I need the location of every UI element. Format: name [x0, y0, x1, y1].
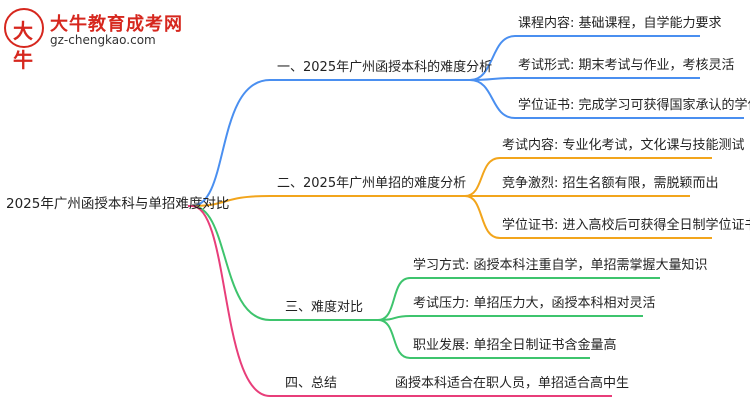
branch-1-leaf-1: [469, 35, 700, 81]
branch-1-curve: [191, 79, 271, 207]
branch-3-label: 三、难度对比: [285, 300, 364, 315]
branch-1-item-2: 考试形式: 期末考试与作业，考核灵活: [518, 58, 735, 73]
branch-2-item-1: 考试内容: 专业化考试，文化课与技能测试: [502, 138, 745, 153]
branch-3-item-2: 考试压力: 单招压力大，函授本科相对灵活: [413, 296, 656, 311]
branch-3-item-3: 职业发展: 单招全日制证书含金量高: [413, 338, 617, 353]
branch-4-item-1: 函授本科适合在职人员，单招适合高中生: [395, 376, 630, 391]
logo-glyph: 大牛: [13, 19, 33, 72]
branch-2-label: 二、2025年广州单招的难度分析: [277, 176, 467, 191]
branch-2-curve: [191, 195, 271, 207]
logo-title: 大牛教育成考网: [50, 14, 183, 35]
branch-2-leaf-3: [464, 195, 712, 239]
branch-3-leaf-1: [377, 277, 660, 321]
branch-1-label: 一、2025年广州函授本科的难度分析: [277, 60, 493, 75]
branch-1-item-1: 课程内容: 基础课程，自学能力要求: [518, 16, 722, 31]
branch-4-label: 四、总结: [285, 376, 338, 391]
logo-badge-icon: 大牛: [4, 8, 44, 72]
branch-2-item-3: 学位证书: 进入高校后可获得全日制学位证书: [502, 218, 750, 233]
logo-url: gz-chengkao.com: [50, 33, 156, 47]
branch-2-item-2: 竞争激烈: 招生名额有限，需脱颖而出: [502, 176, 719, 191]
branch-2-leaf-1: [464, 157, 712, 197]
mindmap-root: 2025年广州函授本科与单招难度对比: [6, 196, 230, 212]
branch-3-item-1: 学习方式: 函授本科注重自学，单招需掌握大量知识: [413, 258, 708, 273]
branch-3-leaf-2: [377, 315, 643, 321]
branch-4-curve: [191, 205, 271, 397]
site-logo[interactable]: 大牛 大牛教育成考网 gz-chengkao.com: [4, 8, 214, 72]
branch-1-item-3: 学位证书: 完成学习可获得国家承认的学位证书: [518, 98, 750, 113]
branch-3-leaf-3: [377, 319, 590, 359]
branch-3-curve: [191, 205, 271, 321]
branch-1-leaf-3: [469, 79, 744, 119]
branch-1-leaf-2: [469, 77, 700, 81]
